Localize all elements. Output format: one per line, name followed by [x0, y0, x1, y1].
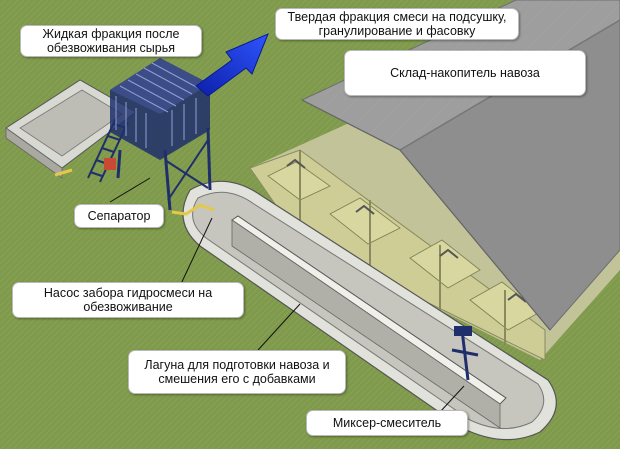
label-liquid-line2: обезвоживания сырья: [46, 41, 176, 55]
storage-panel-2: [329, 197, 401, 245]
pump-pipe: [171, 203, 215, 216]
label-mixer-text: Миксер-смеситель: [332, 416, 442, 430]
liquid-tank: [5, 79, 137, 179]
leg: [116, 149, 122, 179]
pointer-separator: [109, 177, 151, 203]
mixer-motor: [454, 326, 472, 336]
solid-output-arrow: [195, 33, 269, 97]
lagoon: [182, 180, 557, 441]
pointer-lagoon: [257, 303, 301, 351]
label-solid-fraction: Твердая фракция смеси на подсушку,гранул…: [275, 8, 519, 40]
separator-grille: [115, 62, 201, 148]
separator-top: [110, 58, 210, 114]
bracket: [286, 158, 306, 169]
label-storage-text: Склад-накопитель навоза: [390, 66, 540, 80]
label-lagoon-line2: смешения его с добавками: [158, 372, 316, 386]
lagoon-divider-side: [231, 219, 501, 429]
label-pump-line2: обезвоживание: [83, 300, 173, 314]
label-solid-line2: гранулирование и фасовку: [318, 24, 476, 38]
label-separator-text: Сепаратор: [87, 209, 151, 223]
separator-unit: [87, 58, 215, 216]
tank-pipe: [54, 168, 73, 177]
tank-side: [5, 127, 63, 179]
bracket: [439, 248, 459, 259]
bracket: [355, 204, 375, 215]
roof-edge: [399, 149, 551, 331]
brace: [167, 139, 209, 201]
bracket: [507, 292, 527, 303]
pointer-pump: [179, 217, 213, 287]
storage-panel-3: [409, 239, 481, 289]
label-mixer: Миксер-смеситель: [306, 410, 468, 436]
mixer-shaft: [460, 329, 470, 381]
mixer-bar: [451, 348, 479, 357]
label-separator: Сепаратор: [74, 204, 164, 228]
mixer-device: [451, 326, 479, 381]
separator-motor: [104, 158, 116, 170]
label-storage: Склад-накопитель навоза: [344, 50, 586, 96]
label-pump-line1: Насос забора гидросмеси на: [43, 286, 213, 300]
label-lagoon-line1: Лагуна для подготовки навоза и: [144, 358, 330, 372]
pointer-mixer: [439, 385, 465, 413]
label-liquid-line1: Жидкая фракция после: [42, 27, 180, 41]
roof-edge: [301, 99, 401, 151]
label-solid-line1: Твердая фракция смеси на подсушку,: [287, 10, 507, 24]
leg: [206, 127, 212, 191]
